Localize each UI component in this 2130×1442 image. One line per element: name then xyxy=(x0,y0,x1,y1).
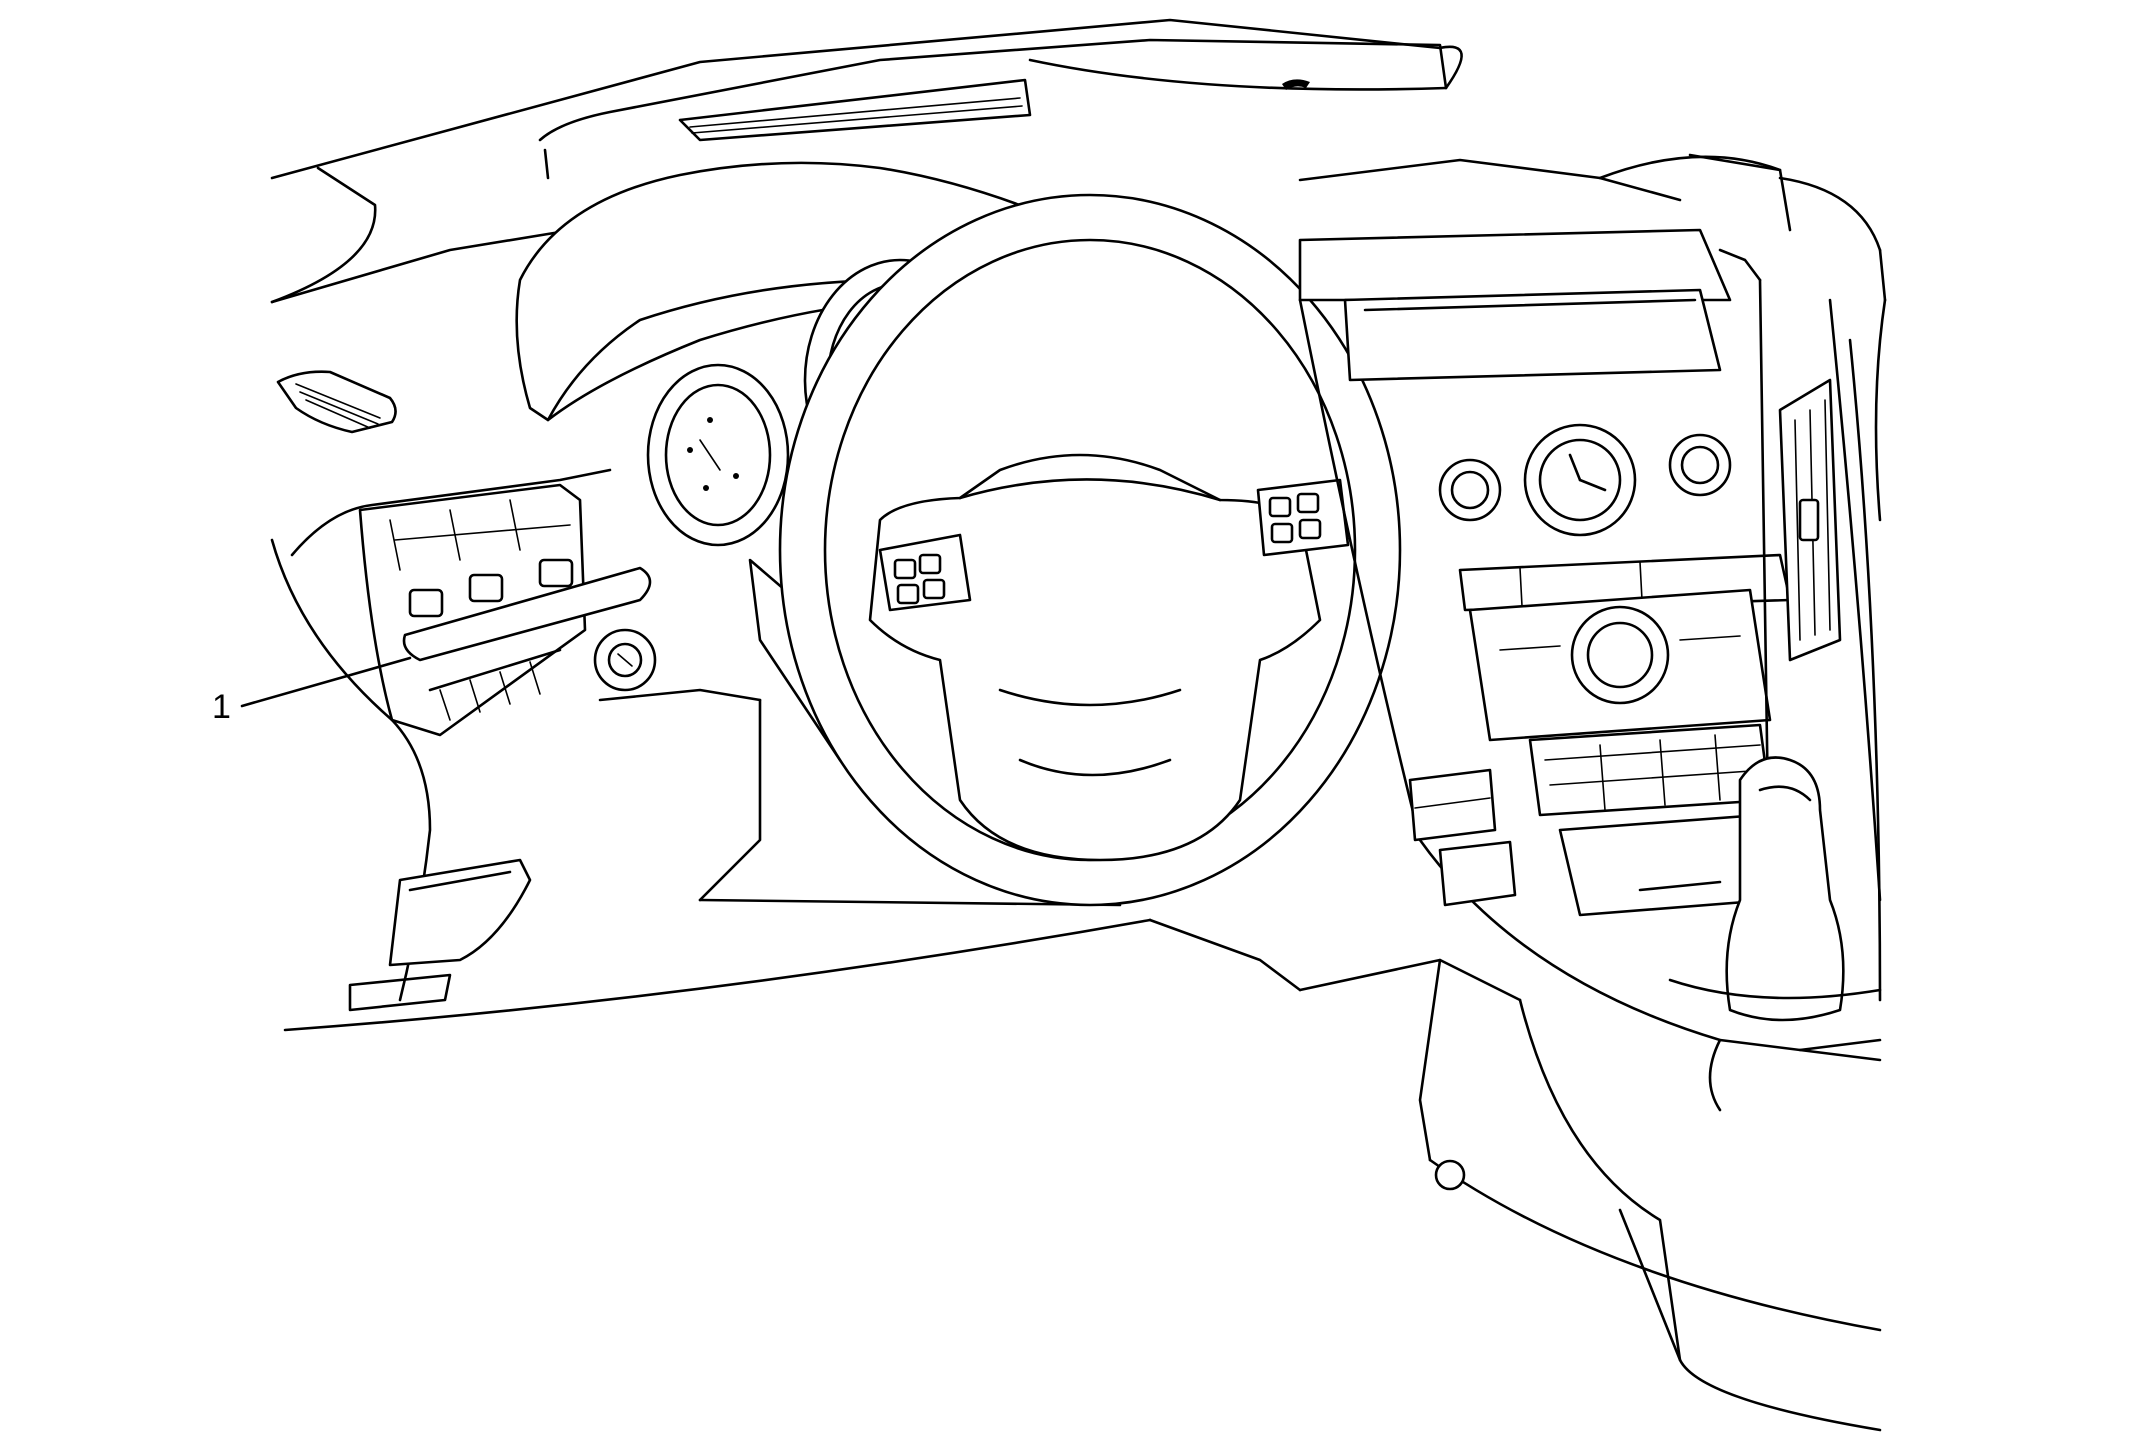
steering-wheel xyxy=(748,193,1402,907)
callout-1: 1 xyxy=(212,656,412,726)
right-air-vent xyxy=(1778,378,1842,662)
left-air-vent xyxy=(276,370,397,434)
left-switch-panel xyxy=(290,468,657,737)
dashboard-top xyxy=(270,153,1887,522)
windshield-lines xyxy=(270,18,1463,304)
center-console xyxy=(1298,958,1882,1432)
callout-1-label: 1 xyxy=(212,688,231,726)
right-door-edge xyxy=(1828,298,1882,1002)
lower-dash-left xyxy=(270,538,1302,1032)
gear-shifter xyxy=(1668,756,1882,1022)
center-stack xyxy=(1298,228,1882,1062)
headlamp-switch xyxy=(1408,768,1517,907)
